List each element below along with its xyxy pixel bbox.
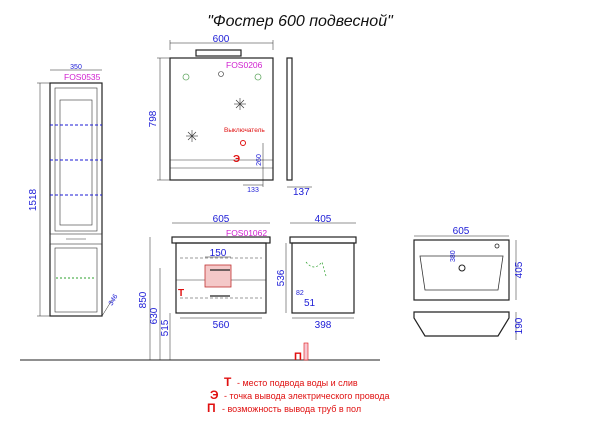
legend-text: - место подвода воды и слив	[237, 378, 358, 388]
vanity-height-body: 630	[149, 307, 160, 324]
mirror-height: 798	[148, 110, 159, 127]
vanity-side-height: 536	[276, 269, 287, 286]
siphon-outline	[305, 261, 327, 277]
drain-icon	[458, 264, 466, 272]
mirror-code: FOS0206	[226, 60, 263, 70]
vanity-code: FOS01062	[226, 228, 267, 238]
basin-profile	[413, 311, 510, 337]
mirror-body	[169, 57, 274, 181]
mirror-side-view	[286, 57, 293, 181]
drawing-title: "Фостер 600 подвесной"	[207, 13, 394, 30]
legend-mark: Э	[210, 388, 219, 402]
mirror-cabinet: 600 FOS0206 Выключатель Э 798 260 133	[148, 34, 312, 198]
mirror-sparkle-icon	[186, 130, 198, 142]
mirror-width: 600	[213, 34, 230, 45]
tall-cabinet-height: 1518	[28, 188, 39, 211]
vanity-inner-width: 560	[213, 320, 230, 331]
basin-small-dim: 380	[450, 250, 457, 262]
lamp-icon	[218, 71, 224, 77]
light-icon	[254, 73, 262, 81]
basin-height: 190	[514, 317, 525, 334]
vanity-side-top	[289, 236, 357, 244]
switch-icon	[240, 140, 246, 146]
mirror-sparkle-icon	[234, 98, 246, 110]
switch-offset: 133	[247, 187, 259, 194]
electric-marker: Э	[233, 154, 240, 165]
tall-cabinet-lower-door	[54, 247, 98, 313]
mirror-side-depth: 137	[293, 187, 310, 198]
vanity-side: 405 536 82 51 398	[276, 214, 357, 331]
legend: Т - место подвода воды и слив Э - точка …	[207, 375, 389, 415]
vanity-body	[175, 242, 267, 314]
vanity-side-depth: 405	[315, 214, 332, 225]
basin-bowl	[419, 255, 504, 291]
vanity-side-body	[291, 242, 355, 314]
mirror-lamp	[195, 49, 242, 57]
legend-mark: П	[207, 401, 216, 415]
basin-outline	[413, 239, 510, 301]
tall-cabinet-glass	[59, 99, 93, 226]
vanity-height-total: 850	[138, 291, 149, 308]
floor-marker: П	[294, 351, 302, 363]
legend-text: - точка вывода электрического провода	[224, 391, 389, 401]
tap-hole-icon	[494, 243, 500, 249]
drawer-cut-width: 150	[210, 248, 227, 259]
switch-label: Выключатель	[224, 127, 265, 134]
vanity-front: 605 FOS01062 150 Т 560 850 630 515	[138, 214, 271, 360]
basin-depth: 405	[514, 261, 525, 278]
tall-cabinet-width: 350	[70, 64, 82, 71]
basin-width: 605	[453, 226, 470, 237]
light-icon	[182, 73, 190, 81]
water-marker: Т	[178, 288, 184, 299]
legend-mark: Т	[224, 375, 232, 389]
legend-text: - возможность вывода труб в пол	[222, 404, 361, 414]
tall-cabinet-depth: 346	[108, 293, 120, 307]
basin-side-view: 190	[413, 311, 525, 340]
tall-cabinet-body	[49, 82, 103, 317]
tall-cabinet-code: FOS0535	[64, 72, 101, 82]
tall-cabinet: 350 FOS0535 1518 346	[28, 64, 120, 317]
switch-height: 260	[256, 154, 263, 166]
floor-pipe	[303, 342, 309, 361]
vanity-side-inner: 398	[315, 320, 332, 331]
vanity-width: 605	[213, 214, 230, 225]
tall-cabinet-drawer	[49, 233, 103, 245]
vanity-side-small: 82	[296, 290, 304, 297]
vanity-side-51: 51	[304, 298, 316, 309]
vanity-height-floor: 515	[160, 319, 171, 336]
basin-top-view: 605 380 405	[413, 226, 525, 301]
drawer-cutout	[204, 264, 232, 288]
